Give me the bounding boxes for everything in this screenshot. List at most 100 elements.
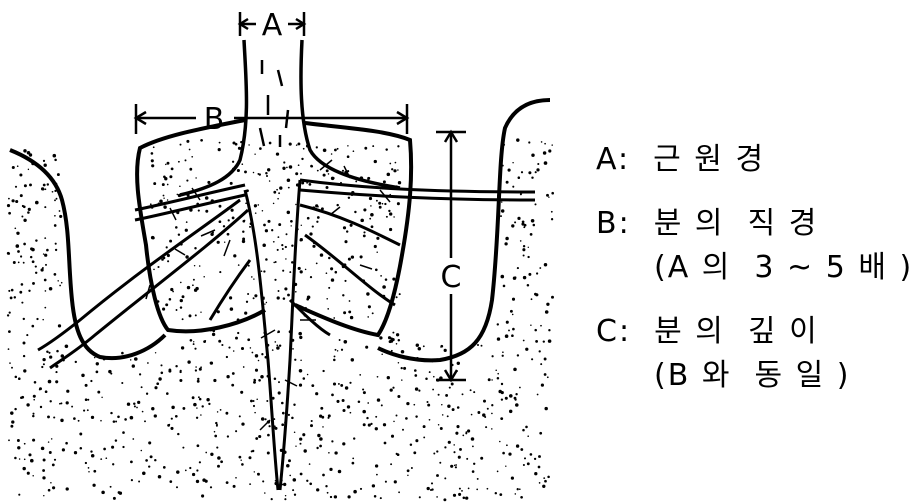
soil-speck — [523, 254, 525, 256]
soil-speck — [228, 219, 230, 221]
soil-speck — [294, 431, 296, 433]
soil-speck — [182, 318, 184, 320]
soil-speck — [527, 462, 530, 465]
soil-speck — [530, 233, 533, 236]
soil-speck — [387, 376, 390, 379]
soil-speck — [447, 404, 450, 407]
soil-speck — [385, 148, 387, 150]
soil-speck — [134, 357, 138, 361]
soil-speck — [32, 475, 34, 477]
soil-speck — [453, 494, 456, 497]
soil-speck — [202, 478, 206, 482]
soil-speck — [375, 427, 378, 430]
soil-speck — [55, 243, 57, 245]
soil-speck — [254, 153, 255, 154]
soil-speck — [158, 475, 162, 479]
soil-speck — [531, 176, 533, 178]
soil-speck — [331, 394, 334, 397]
soil-speck — [23, 149, 26, 152]
soil-speck — [61, 282, 63, 284]
soil-speck — [23, 219, 26, 222]
soil-speck — [394, 480, 397, 483]
soil-speck — [23, 355, 25, 357]
soil-speck — [78, 420, 80, 422]
soil-speck — [537, 394, 539, 396]
soil-speck — [316, 146, 318, 148]
soil-speck — [370, 205, 372, 207]
soil-speck — [203, 340, 206, 343]
soil-speck — [45, 290, 47, 292]
soil-speck — [327, 417, 329, 419]
soil-speck — [197, 378, 199, 380]
soil-speck — [10, 411, 13, 414]
soil-speck — [300, 173, 302, 175]
soil-speck — [319, 445, 322, 448]
soil-speck — [541, 141, 543, 143]
soil-speck — [338, 470, 342, 474]
soil-speck — [541, 384, 544, 387]
soil-speck — [309, 232, 312, 235]
soil-speck — [414, 369, 417, 372]
soil-speck — [278, 290, 280, 292]
soil-speck — [281, 244, 283, 246]
soil-speck — [293, 478, 297, 482]
soil-speck — [138, 481, 140, 483]
soil-speck — [353, 490, 357, 494]
soil-speck — [254, 204, 257, 207]
soil-speck — [59, 215, 62, 218]
soil-speck — [81, 374, 84, 377]
soil-speck — [354, 211, 356, 213]
soil-speck — [385, 278, 388, 281]
soil-speck — [448, 441, 451, 444]
soil-speck — [130, 416, 134, 420]
soil-speck — [58, 324, 61, 327]
soil-speck — [257, 473, 259, 475]
soil-speck — [225, 412, 228, 415]
soil-speck — [423, 436, 425, 438]
soil-speck — [468, 488, 470, 490]
soil-speck — [158, 377, 161, 380]
soil-speck — [235, 430, 237, 432]
soil-speck — [35, 266, 37, 268]
soil-speck — [535, 340, 538, 343]
soil-speck — [265, 229, 268, 232]
soil-speck — [175, 226, 178, 229]
soil-speck — [57, 173, 60, 176]
soil-speck — [18, 494, 20, 496]
soil-speck — [250, 347, 252, 349]
soil-speck — [389, 212, 392, 215]
soil-speck — [273, 191, 276, 194]
soil-speck — [477, 478, 479, 480]
soil-speck — [375, 464, 378, 467]
soil-speck — [100, 420, 102, 422]
soil-speck — [317, 216, 320, 219]
soil-speck — [520, 496, 523, 499]
soil-speck — [169, 175, 172, 178]
soil-speck — [8, 330, 11, 333]
soil-speck — [300, 473, 303, 476]
soil-speck — [523, 340, 525, 342]
soil-speck — [97, 391, 100, 394]
soil-speck — [283, 161, 285, 163]
soil-speck — [517, 217, 520, 220]
soil-speck — [51, 438, 53, 440]
soil-speck — [536, 272, 538, 274]
soil-speck — [376, 474, 378, 476]
soil-speck — [199, 461, 201, 463]
soil-speck — [320, 407, 323, 410]
soil-speck — [10, 296, 13, 299]
soil-speck — [195, 366, 197, 368]
soil-speck — [90, 450, 92, 452]
soil-speck — [487, 488, 489, 490]
soil-speck — [73, 417, 76, 420]
soil-speck — [153, 269, 155, 271]
soil-speck — [398, 339, 400, 341]
soil-speck — [258, 204, 260, 206]
soil-speck — [335, 349, 337, 351]
soil-speck — [45, 390, 48, 393]
soil-speck — [527, 256, 529, 258]
soil-speck — [350, 316, 353, 319]
soil-speck — [96, 362, 99, 365]
soil-speck — [217, 411, 219, 413]
soil-speck — [206, 398, 209, 401]
